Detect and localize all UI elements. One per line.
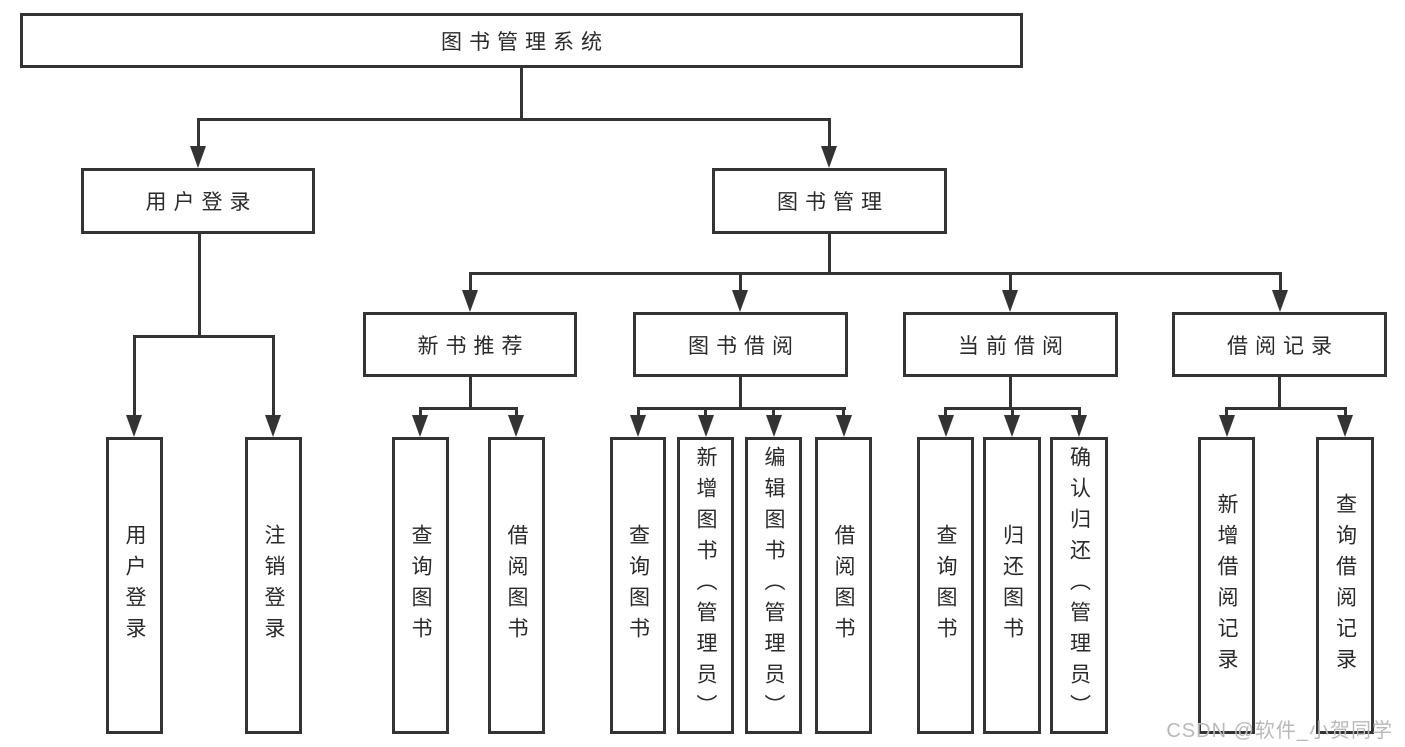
node-user-login: 用户登录: [81, 168, 315, 234]
connector-line: [132, 335, 136, 415]
arrowhead-icon: [1337, 415, 1353, 437]
connector-line: [1077, 407, 1081, 415]
arrowhead-icon: [697, 415, 714, 437]
connector-line: [196, 118, 200, 146]
connector-line: [468, 272, 472, 290]
leaf-logout: 注销登录: [245, 437, 302, 734]
connector-line: [132, 335, 275, 338]
connector-line: [842, 407, 845, 415]
connector-line: [197, 234, 201, 335]
arrowhead-icon: [821, 146, 837, 168]
node-book-borrowing: 图书借阅: [633, 312, 848, 377]
leaf-add-books-admin: 新增图书（管理员）: [677, 437, 734, 734]
connector-line: [1008, 272, 1012, 290]
leaf-add-borrow-record: 新增借阅记录: [1198, 437, 1255, 734]
arrowhead-icon: [190, 146, 206, 168]
arrowhead-icon: [1218, 415, 1235, 437]
connector-line: [419, 407, 518, 410]
connector-line: [515, 407, 518, 415]
arrowhead-icon: [1004, 415, 1020, 437]
leaf-return-books: 归还图书: [983, 437, 1041, 734]
arrowhead-icon: [412, 415, 428, 437]
connector-line: [827, 118, 831, 146]
node-book-management: 图书管理: [712, 168, 947, 234]
connector-line: [704, 407, 707, 415]
csdn-watermark: CSDN @软件_小贺同学: [1166, 720, 1393, 742]
connector-line: [944, 407, 947, 415]
connector-line: [738, 272, 742, 290]
connector-line: [1343, 407, 1347, 415]
connector-line: [468, 272, 1282, 275]
leaf-edit-books-admin: 编辑图书（管理员）: [745, 437, 802, 734]
connector-line: [1278, 377, 1281, 407]
leaf-borrow-books-borrowing: 借阅图书: [815, 437, 872, 734]
connector-line: [196, 118, 831, 121]
leaf-query-borrow-record: 查询借阅记录: [1316, 437, 1374, 734]
connector-line: [271, 335, 275, 415]
leaf-borrow-books-recommend: 借阅图书: [488, 437, 545, 734]
connector-line: [1225, 407, 1345, 410]
connector-line: [636, 407, 846, 410]
arrowhead-icon: [765, 415, 782, 437]
connector-line: [468, 377, 472, 407]
connector-line: [772, 407, 775, 415]
node-current-borrowing: 当前借阅: [903, 312, 1118, 377]
leaf-query-books-recommend: 查询图书: [392, 437, 449, 734]
connector-line: [519, 68, 523, 118]
leaf-confirm-return-admin: 确认归还（管理员）: [1050, 437, 1108, 734]
arrowhead-icon: [1002, 290, 1018, 312]
arrowhead-icon: [732, 290, 748, 312]
leaf-query-books-borrowing: 查询图书: [610, 437, 666, 734]
arrowhead-icon: [835, 415, 852, 437]
arrowhead-icon: [1071, 415, 1087, 437]
arrowhead-icon: [265, 415, 281, 437]
arrowhead-icon: [126, 415, 142, 437]
leaf-query-books-current: 查询图书: [917, 437, 974, 734]
node-borrowing-records: 借阅记录: [1172, 312, 1387, 377]
connector-line: [419, 407, 422, 415]
connector-line: [1009, 377, 1012, 407]
connector-line: [739, 377, 742, 407]
connector-line: [1010, 407, 1014, 415]
leaf-user-login: 用户登录: [106, 437, 163, 734]
arrowhead-icon: [630, 415, 646, 437]
arrowhead-icon: [1272, 290, 1288, 312]
connector-line: [636, 407, 640, 415]
arrowhead-icon: [937, 415, 954, 437]
arrowhead-icon: [462, 290, 478, 312]
node-library-system: 图书管理系统: [20, 13, 1023, 68]
arrowhead-icon: [508, 415, 524, 437]
connector-line: [1225, 407, 1228, 415]
connector-line: [827, 234, 831, 272]
node-new-book-recommend: 新书推荐: [363, 312, 577, 377]
connector-line: [1278, 272, 1282, 290]
